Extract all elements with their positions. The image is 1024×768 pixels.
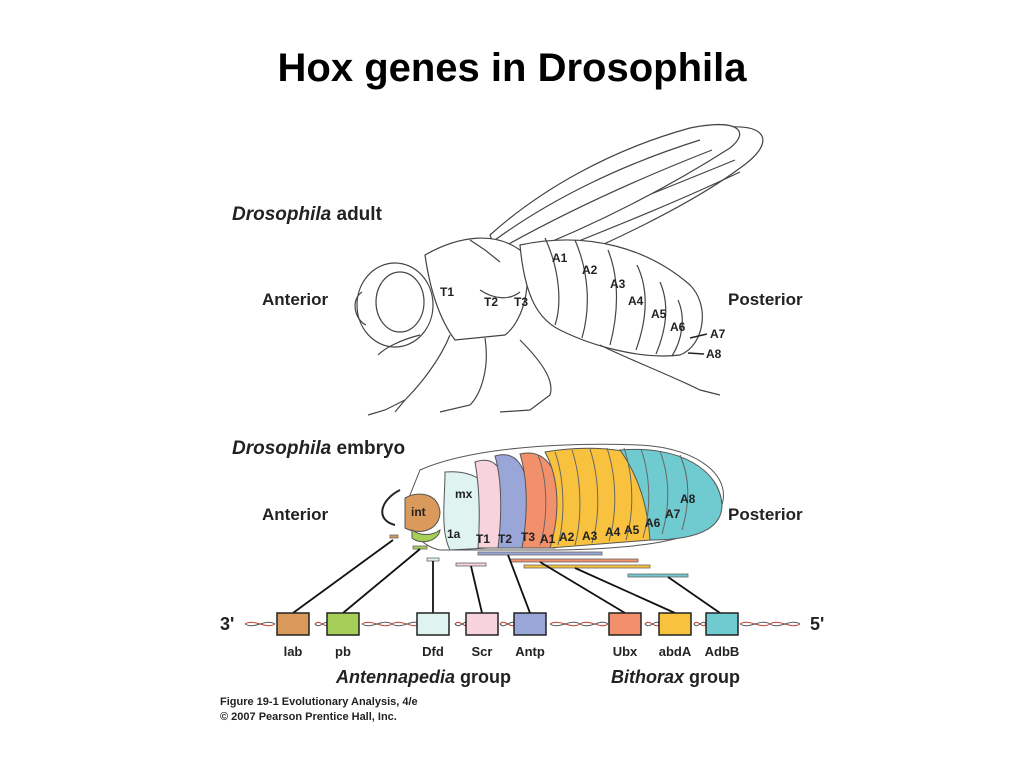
gene-box-abda: [658, 612, 692, 636]
range-bar-dfd: [426, 557, 440, 562]
adult-anterior-label: Anterior: [262, 290, 329, 309]
gene-label-dfd: Dfd: [422, 644, 444, 659]
connector-scr: [470, 565, 483, 614]
embryo-heading: Drosophila embryo: [232, 438, 405, 459]
adult-heading: Drosophila adult: [232, 204, 383, 225]
gene-connectors: [292, 539, 721, 614]
connector-lab: [292, 539, 394, 614]
range-bar-ubx: [509, 558, 639, 563]
embryo-region-antp: [494, 454, 529, 549]
embryo-seg-A7: A7: [665, 507, 681, 521]
embryo-seg-T1: T1: [476, 532, 490, 546]
figure-caption-line2: © 2007 Pearson Prentice Hall, Inc.: [220, 711, 397, 723]
adult-seg-A2: A2: [582, 263, 598, 277]
embryo-region-pb: [411, 528, 441, 543]
range-bar-lab: [389, 534, 399, 539]
connector-pb: [342, 548, 421, 614]
chromosome-section: 3' 5' lab pb Dfd Scr Antp Ubx abdA AdbB Antenna…: [220, 539, 824, 687]
chromosome-3prime: 3': [220, 614, 234, 634]
gene-box-adbb: [705, 612, 739, 636]
adult-seg-T3: T3: [514, 295, 528, 309]
gene-box-antp: [513, 612, 547, 636]
adult-seg-A1: A1: [552, 251, 568, 265]
adult-seg-T1: T1: [440, 285, 454, 299]
chromosome-5prime: 5': [810, 614, 824, 634]
adult-A8-pointer: [687, 352, 705, 355]
gene-box-pb: [326, 612, 360, 636]
embryo-seg-T3: T3: [521, 530, 535, 544]
adult-seg-A4: A4: [628, 294, 644, 308]
gene-label-scr: Scr: [472, 644, 493, 659]
range-bar-abda: [523, 564, 651, 569]
gene-label-lab: lab: [284, 644, 303, 659]
embryo-region-scr: [474, 459, 506, 549]
embryo-seg-A8: A8: [680, 492, 696, 506]
embryo-anterior-label: Anterior: [262, 505, 329, 524]
gene-box-ubx: [608, 612, 642, 636]
embryo-seg-A5: A5: [624, 523, 640, 537]
gene-label-pb: pb: [335, 644, 351, 659]
embryo-label-int: int: [411, 505, 426, 519]
gene-box-dfd: [416, 612, 450, 636]
gene-label-adbb: AdbB: [705, 644, 740, 659]
adult-seg-T2: T2: [484, 295, 498, 309]
gene-boxes: lab pb Dfd Scr Antp Ubx abdA AdbB: [276, 612, 740, 659]
embryo-label-1a: 1a: [447, 527, 461, 541]
embryo-labels: mx int 1a T1 T2 T3 A1 A2 A3 A4 A5 A6 A7 …: [411, 487, 696, 546]
adult-seg-A8: A8: [706, 347, 722, 361]
gene-box-scr: [465, 612, 499, 636]
range-bar-abdb: [627, 573, 689, 578]
adult-fly-drawing: [354, 124, 764, 416]
embryo-drawing: [381, 443, 724, 551]
dna-strand: [244, 621, 801, 627]
adult-segment-labels: T1 T2 T3 A1 A2 A3 A4 A5 A6 A7 A8: [440, 251, 726, 361]
embryo-seg-A2: A2: [559, 530, 575, 544]
embryo-seg-A3: A3: [582, 529, 598, 543]
bithorax-group-label: Bithorax group: [611, 667, 740, 687]
embryo-seg-A1: A1: [540, 532, 556, 546]
range-bar-antp: [477, 551, 603, 556]
connector-abda: [574, 567, 676, 614]
adult-seg-A7: A7: [710, 327, 726, 341]
range-bar-pb: [412, 545, 428, 550]
expression-range-bars: [389, 534, 689, 578]
figure-caption-line1: Figure 19-1 Evolutionary Analysis, 4/e: [220, 696, 418, 708]
slide-title: Hox genes in Drosophila: [277, 46, 747, 90]
adult-seg-A3: A3: [610, 277, 626, 291]
embryo-seg-A6: A6: [645, 516, 661, 530]
connector-antp: [507, 554, 531, 614]
gene-label-antp: Antp: [515, 644, 545, 659]
connector-abdb: [667, 576, 721, 614]
embryo-label-mx: mx: [455, 487, 473, 501]
gene-box-lab: [276, 612, 310, 636]
embryo-seg-A4: A4: [605, 525, 621, 539]
gene-label-abda: abdA: [659, 644, 692, 659]
gene-label-ubx: Ubx: [613, 644, 638, 659]
adult-seg-A6: A6: [670, 320, 686, 334]
embryo-region-abdb: [619, 448, 723, 541]
adult-section: Drosophila adult Anterior Posterior: [232, 124, 803, 416]
embryo-section: Drosophila embryo Anterior Posterior: [232, 438, 803, 578]
embryo-seg-T2: T2: [498, 532, 512, 546]
range-bar-scr: [455, 562, 487, 567]
embryo-posterior-label: Posterior: [728, 505, 803, 524]
connector-ubx: [539, 561, 626, 614]
adult-posterior-label: Posterior: [728, 290, 803, 309]
adult-A7-pointer: [689, 333, 708, 339]
antennapedia-group-label: Antennapedia group: [335, 667, 511, 687]
adult-seg-A5: A5: [651, 307, 667, 321]
